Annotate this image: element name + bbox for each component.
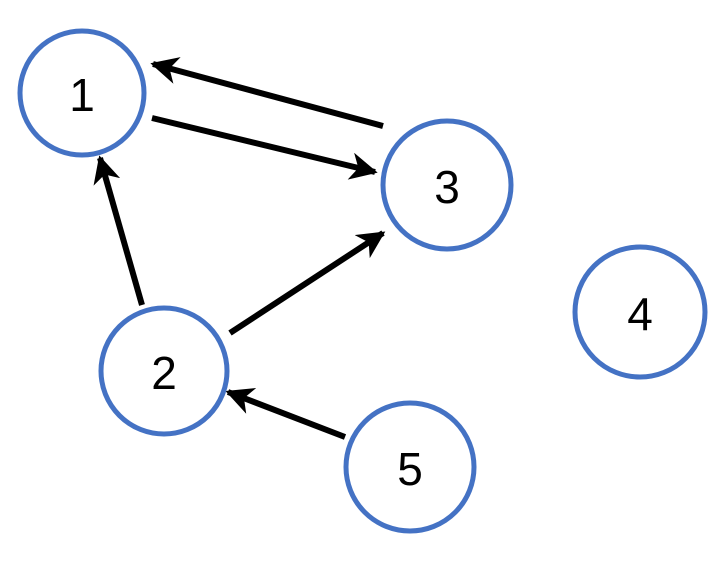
node-3: 3: [380, 118, 514, 252]
node-1: 1: [17, 28, 147, 158]
node-4-circle: [572, 244, 708, 380]
node-5-circle: [343, 400, 477, 534]
node-3-circle: [380, 118, 514, 252]
edge-2-to-1: [93, 155, 145, 306]
node-3-label: 3: [434, 161, 460, 213]
node-2-label: 2: [151, 347, 177, 399]
edge-5-to-2: [225, 388, 347, 440]
node-1-label: 1: [69, 69, 95, 121]
edge-1-to-3: [151, 115, 378, 180]
edge-3-to-1: [150, 57, 384, 129]
edge-2-to-3: [228, 230, 386, 336]
node-1-circle: [17, 28, 147, 158]
node-4-label: 4: [627, 288, 653, 340]
nodes-layer: 1 2 3 4 5: [17, 28, 708, 534]
node-5-label: 5: [397, 443, 423, 495]
node-5: 5: [343, 400, 477, 534]
edges-layer: [93, 57, 386, 440]
node-2: 2: [98, 305, 230, 437]
node-4: 4: [572, 244, 708, 380]
node-2-circle: [98, 305, 230, 437]
